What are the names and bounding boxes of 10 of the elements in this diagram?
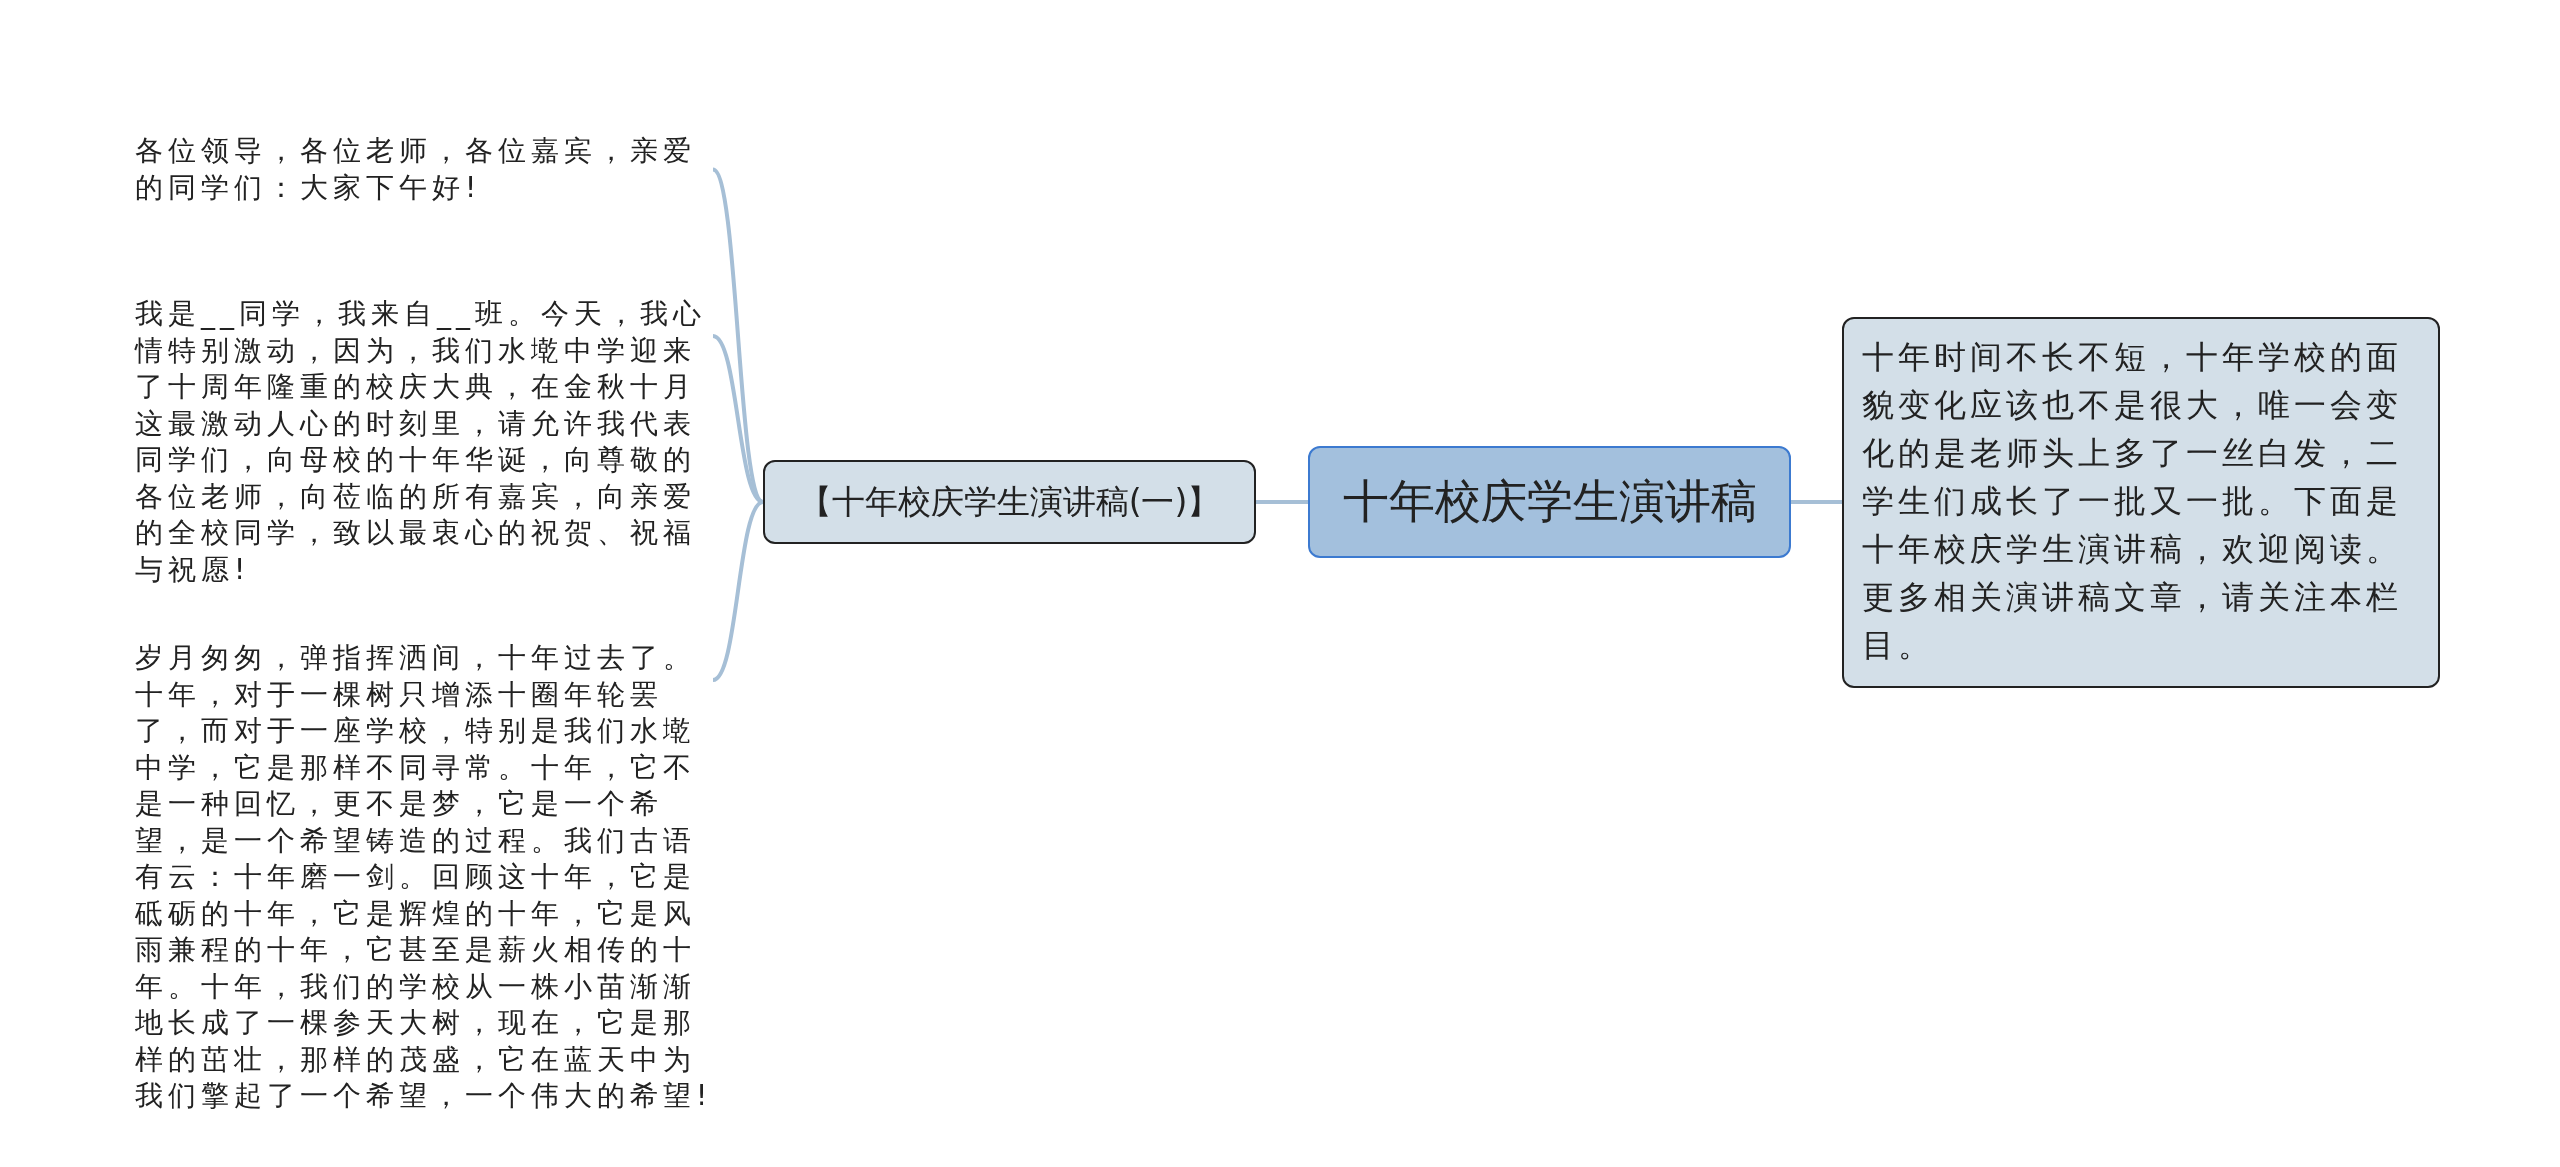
connector-line bbox=[1791, 500, 1842, 504]
paragraph-text: 岁月匆匆，弹指挥洒间，十年过去了。十年，对于一棵树只增添十圈年轮罢了，而对于一座学校，特别是我们水墘中学，它是那样不同寻常。十年，它不是一种回忆，更不是梦，它是一个希望，是一个希望铸造的过程。我们古语有云：十年磨一剑。回顾这十年，它是砥砺的十年，它是辉煌的十年，它是风雨兼程的十年，它甚至是薪火相传的十年。十年，我们的学校从一株小苗渐渐地长成了一棵参天大树，现在，它是那样的茁壮，那样的茂盛，它在蓝天中为我们擎起了一个希望，一个伟大的希望! bbox=[135, 640, 713, 1115]
connector-line bbox=[1256, 500, 1308, 504]
topic-box: 【十年校庆学生演讲稿(一)】 bbox=[763, 460, 1256, 544]
root-topic-box: 十年校庆学生演讲稿 bbox=[1308, 446, 1791, 558]
connector-line bbox=[712, 334, 764, 504]
paragraph-text: 我是__同学，我来自__班。今天，我心情特别激动，因为，我们水墘中学迎来了十周年隆重的校庆大典，在金秋十月这最激动人心的时刻里，请允许我代表同学们，向母校的十年华诞，向尊敬的各位老师，向莅临的所有嘉宾，向亲爱的全校同学，致以最衷心的祝贺、祝福与祝愿! bbox=[135, 296, 713, 588]
note-box: 十年时间不长不短，十年学校的面貌变化应该也不是很大，唯一会变化的是老师头上多了一丝白发，二学生们成长了一批又一批。下面是十年校庆学生演讲稿，欢迎阅读。更多相关演讲稿文章，请关注本栏目。 bbox=[1842, 317, 2440, 688]
paragraph-text: 各位领导，各位老师，各位嘉宾，亲爱的同学们：大家下午好! bbox=[135, 133, 713, 206]
connector-line bbox=[711, 500, 765, 682]
